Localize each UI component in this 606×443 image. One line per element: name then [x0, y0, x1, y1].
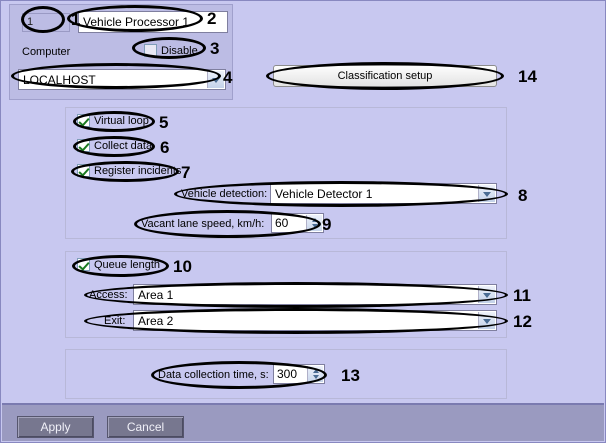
vehicle-detection-value: Vehicle Detector 1 — [275, 187, 373, 201]
data-collection-group — [65, 349, 507, 399]
chevron-down-icon[interactable] — [478, 185, 495, 202]
annotation-number-14: 14 — [518, 67, 537, 86]
annotation-number-11: 11 — [513, 286, 531, 305]
disable-checkbox-row[interactable]: Disable — [144, 44, 198, 57]
computer-select[interactable]: LOCALHOST — [18, 69, 226, 90]
virtual-loop-label: Virtual loop — [94, 114, 149, 127]
register-incidents-label: Register incidents — [94, 164, 182, 177]
spinner-arrows-icon[interactable] — [307, 366, 323, 382]
vacant-lane-speed-value: 60 — [275, 216, 289, 230]
footer-divider — [2, 403, 604, 405]
disable-checkbox[interactable] — [144, 44, 157, 57]
cancel-button[interactable]: Cancel — [107, 416, 184, 438]
virtual-loop-checkbox[interactable] — [77, 114, 90, 127]
annotation-number-8: 8 — [518, 186, 528, 205]
queue-length-checkbox[interactable] — [77, 258, 90, 271]
queue-length-label: Queue length — [94, 258, 161, 271]
chevron-down-icon[interactable] — [478, 312, 495, 329]
object-id-field[interactable]: 1 — [22, 13, 70, 32]
chevron-down-icon[interactable] — [478, 286, 495, 303]
access-value: Area 1 — [138, 288, 174, 302]
vacant-lane-speed-label: Vacant lane speed, km/h: — [141, 218, 265, 230]
register-incidents-checkbox[interactable] — [77, 164, 90, 177]
exit-select[interactable]: Area 2 — [133, 310, 497, 331]
register-incidents-checkbox-row[interactable]: Register incidents — [77, 164, 181, 177]
computer-label: Computer — [22, 46, 71, 58]
classification-setup-button[interactable]: Classification setup — [273, 65, 497, 87]
annotation-number-12: 12 — [513, 312, 532, 331]
vacant-lane-speed-stepper[interactable]: 60 — [271, 213, 324, 233]
collect-data-checkbox[interactable] — [77, 139, 90, 152]
spinner-arrows-icon[interactable] — [306, 215, 322, 231]
exit-label: Exit: — [104, 315, 126, 327]
computer-panel: 1 Vehicle Processor 1 Computer Disable L… — [9, 4, 233, 100]
footer-bar: Apply Cancel — [2, 405, 604, 441]
collect-data-label: Collect data — [94, 139, 153, 152]
apply-button[interactable]: Apply — [17, 416, 94, 438]
virtual-loop-checkbox-row[interactable]: Virtual loop — [77, 114, 149, 127]
chevron-down-icon[interactable] — [207, 71, 224, 88]
vehicle-detection-select[interactable]: Vehicle Detector 1 — [270, 183, 497, 204]
access-label: Access: — [89, 289, 128, 301]
data-collection-time-value: 300 — [277, 367, 298, 381]
detection-group — [65, 107, 507, 239]
data-collection-time-stepper[interactable]: 300 — [273, 364, 325, 384]
vehicle-detection-label: Vehicle detection: — [181, 188, 268, 200]
data-collection-time-label: Data collection time, s: — [158, 369, 269, 381]
exit-value: Area 2 — [138, 314, 174, 328]
collect-data-checkbox-row[interactable]: Collect data — [77, 139, 152, 152]
computer-select-value: LOCALHOST — [23, 73, 96, 87]
queue-length-checkbox-row[interactable]: Queue length — [77, 258, 160, 271]
access-select[interactable]: Area 1 — [133, 284, 497, 305]
object-name-field[interactable]: Vehicle Processor 1 — [78, 11, 228, 33]
disable-label: Disable — [161, 44, 198, 57]
